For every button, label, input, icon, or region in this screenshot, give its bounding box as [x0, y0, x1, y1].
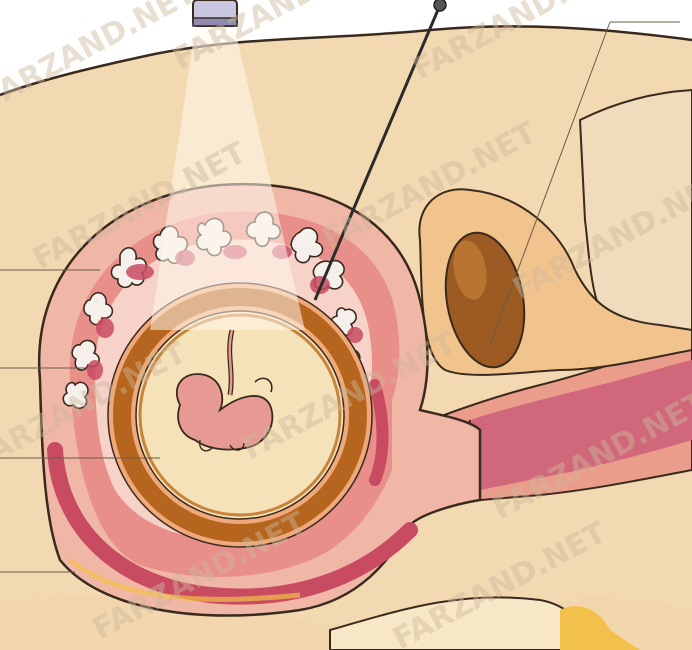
label-mask-top-right	[600, 0, 692, 14]
